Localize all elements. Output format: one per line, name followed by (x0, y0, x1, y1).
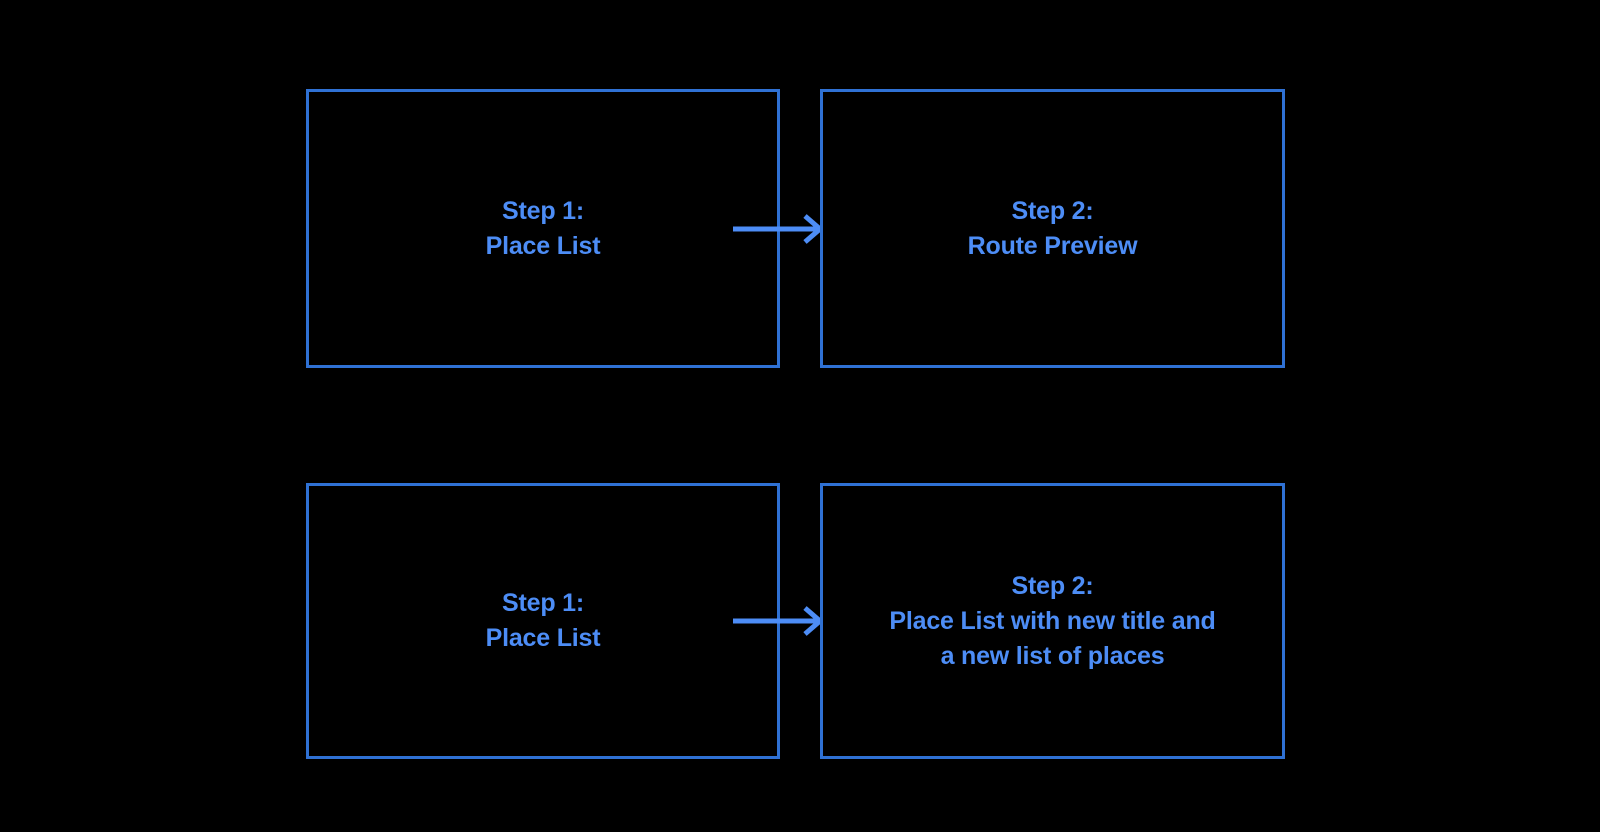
step-box-label: Step 1: Place List (485, 589, 601, 652)
flow-row-place-list-update: Step 1: Place List Step 2: Place List wi… (0, 483, 1600, 759)
step-box-place-list-updated[interactable]: Step 2: Place List with new title and a … (820, 483, 1285, 759)
step-box-route-preview[interactable]: Step 2: Route Preview (820, 89, 1285, 368)
step-box-place-list[interactable]: Step 1: Place List (306, 89, 780, 368)
step-box-label: Step 2: Route Preview (967, 196, 1138, 260)
flow-row-route-preview: Step 1: Place List Step 2: Route Preview (0, 89, 1600, 368)
step-box-label: Step 2: Place List with new title and a … (889, 571, 1216, 670)
step-box-place-list[interactable]: Step 1: Place List (306, 483, 780, 759)
step-box-label: Step 1: Place List (485, 196, 601, 260)
